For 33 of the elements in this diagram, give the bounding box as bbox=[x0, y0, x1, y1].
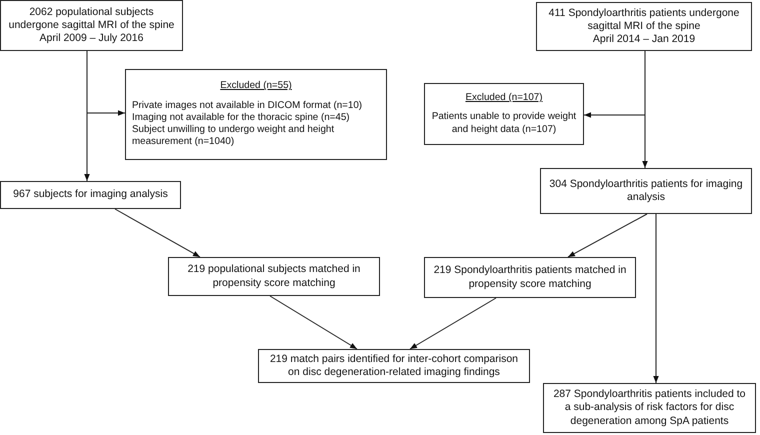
box-text: April 2014 – Jan 2019 bbox=[592, 33, 696, 46]
box-text: 287 Spondyloarthritis patients included to a sub-analysis of risk factors for disc degeneration among SpA patients bbox=[552, 388, 747, 428]
box-text: 411 Spondyloarthritis patients undergone sagittal MRI of the spine bbox=[548, 6, 740, 34]
process-box bbox=[258, 349, 530, 383]
box-text: 967 subjects for imaging analysis bbox=[13, 188, 168, 202]
arrow bbox=[86, 50, 126, 116]
box-text: Imaging not available for the thoracic spine (n=45) bbox=[132, 112, 351, 124]
arrow bbox=[114, 208, 200, 258]
box-heading: Excluded (n=55) bbox=[219, 80, 293, 93]
box-text: 2062 populational subjects undergone sagittal MRI of the spine bbox=[8, 6, 176, 32]
box-text: Subject unwilling to undergo weight and height measurement (n=1040) bbox=[132, 124, 336, 149]
process-box bbox=[543, 383, 756, 433]
process-box bbox=[0, 0, 183, 51]
box-text: 219 Spondyloarthritis patients matched in propensity score matching bbox=[432, 264, 628, 291]
process-box bbox=[0, 181, 181, 209]
box-heading: Excluded (n=107) bbox=[465, 92, 543, 104]
arrow bbox=[568, 214, 648, 258]
box-text: April 2009 – July 2016 bbox=[40, 32, 144, 46]
process-box bbox=[168, 257, 380, 296]
process-box bbox=[536, 2, 752, 51]
exclusion-box bbox=[125, 69, 387, 160]
arrow bbox=[410, 298, 496, 350]
box-text: Private images not available in DICOM format (n=10) bbox=[132, 100, 364, 112]
box-text: 304 Spondyloarthritis patients for imaging analysis bbox=[548, 178, 744, 204]
arrow bbox=[653, 214, 659, 384]
exclusion-box bbox=[424, 83, 584, 145]
process-box bbox=[540, 168, 752, 214]
box-text: Patients unable to provide weight and height data (n=107) bbox=[431, 111, 577, 136]
process-box bbox=[424, 257, 636, 298]
box-text: 219 populational subjects matched in propensity score matching bbox=[186, 263, 362, 290]
arrow bbox=[270, 296, 358, 350]
box-text: 219 match pairs identified for inter-cohort comparison on disc degeneration-related imaging findings bbox=[268, 352, 520, 380]
arrow bbox=[584, 50, 646, 118]
